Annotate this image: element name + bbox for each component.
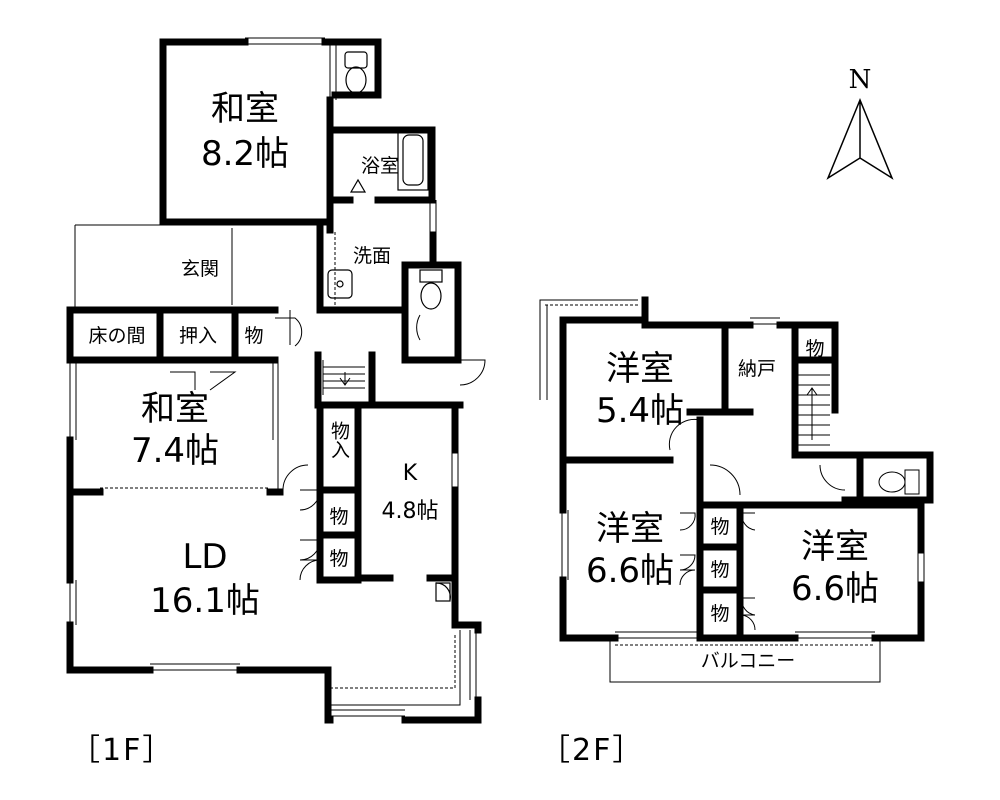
room-name: 物 bbox=[805, 338, 824, 360]
floor-1-plan: 和室 8.2帖 浴室 洗面 玄関 床の間 押入 物 和室 7.4帖 物入 K 4… bbox=[66, 37, 486, 768]
room-name: 納戸 bbox=[738, 358, 776, 380]
toilet-tank-icon bbox=[344, 51, 368, 69]
room-name: 浴室 bbox=[361, 155, 399, 177]
toilet-bowl-icon bbox=[420, 282, 442, 310]
room-name: 洋室 bbox=[596, 509, 664, 549]
room-size: 8.2帖 bbox=[201, 134, 289, 174]
room-name: 玄関 bbox=[181, 258, 219, 280]
room-name: 洋室 bbox=[801, 527, 869, 567]
room-name: LD bbox=[182, 537, 227, 577]
compass-arrow-icon bbox=[826, 98, 894, 180]
room-name: K bbox=[403, 461, 418, 486]
room-size: 7.4帖 bbox=[131, 431, 219, 471]
room-name: 物 bbox=[710, 559, 729, 581]
room-size: 4.8帖 bbox=[382, 499, 439, 524]
room-name: 物 bbox=[244, 325, 263, 347]
room-name: 物 bbox=[329, 506, 348, 528]
room-name: 物入 bbox=[328, 421, 350, 459]
room-name: 和室 bbox=[211, 89, 279, 129]
north-label: N bbox=[849, 65, 872, 95]
f1-walls bbox=[66, 38, 482, 724]
room-name: 物 bbox=[329, 548, 348, 570]
room-name: 和室 bbox=[141, 389, 209, 429]
room-name: バルコニー bbox=[701, 650, 796, 672]
f1-fixtures bbox=[327, 51, 451, 602]
f2-walls bbox=[559, 296, 934, 642]
floor-2-plan: 洋室 5.4帖 納戸 物 洋室 6.6帖 物 物 物 洋室 6.6帖 バルコニー… bbox=[539, 296, 934, 768]
room-name: 押入 bbox=[179, 325, 217, 347]
sink-icon bbox=[327, 269, 353, 299]
f2-labels: 洋室 5.4帖 納戸 物 洋室 6.6帖 物 物 物 洋室 6.6帖 バルコニー bbox=[586, 338, 879, 672]
room-name: 洋室 bbox=[606, 349, 674, 389]
room-size: 16.1帖 bbox=[150, 581, 260, 621]
room-size: 6.6帖 bbox=[791, 569, 879, 609]
room-size: 6.6帖 bbox=[586, 551, 674, 591]
toilet-tank-icon bbox=[419, 269, 443, 283]
f1-labels: 和室 8.2帖 浴室 洗面 玄関 床の間 押入 物 和室 7.4帖 物入 K 4… bbox=[88, 89, 438, 621]
f2-thin-lines bbox=[539, 299, 925, 683]
room-name: 物 bbox=[710, 516, 729, 538]
room-name: 床の間 bbox=[88, 325, 145, 347]
room-name: 物 bbox=[710, 603, 729, 625]
room-size: 5.4帖 bbox=[596, 391, 684, 431]
north-compass: N bbox=[826, 65, 894, 180]
toilet-bowl-icon bbox=[345, 66, 367, 94]
toilet-tank-icon bbox=[904, 469, 920, 495]
room-name: 洗面 bbox=[353, 245, 391, 267]
toilet-bowl-icon bbox=[878, 471, 906, 493]
floor-2-label: ［2F］ bbox=[540, 733, 644, 768]
storage-in-label: 物入 bbox=[328, 421, 350, 459]
floor-1-label: ［1F］ bbox=[70, 733, 174, 768]
